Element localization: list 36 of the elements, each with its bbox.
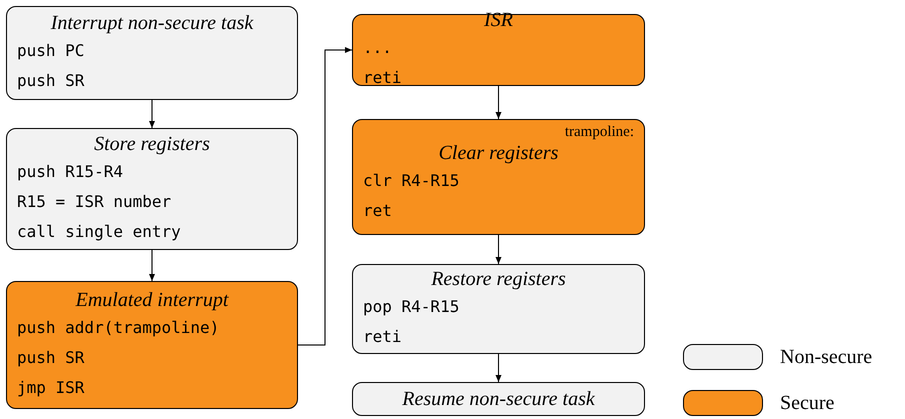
process-box [352,119,645,235]
arrow [496,234,502,264]
code-line: clr R4-R15 [363,170,460,192]
arrow [149,100,155,128]
code-line: push PC [17,40,86,62]
code-line: reti [363,67,403,89]
code-line: jmp ISR [17,377,86,399]
heading-text: Interrupt non-secure task [50,11,254,36]
heading-text: Resume non-secure task [402,387,595,412]
code-line: reti [363,326,403,348]
arrow [149,250,155,282]
process-box [6,128,298,250]
process-box [352,14,645,86]
code-line: call single entry [17,221,182,243]
code-line: push SR [17,347,86,369]
code-line: pop R4-R15 [363,296,460,318]
arrow [298,47,352,346]
code-line: R15 = ISR number [17,191,172,213]
heading-text: Store registers [94,132,210,157]
code-line: push SR [17,70,86,92]
heading-text: Restore registers [431,267,566,292]
arrow [496,86,502,120]
process-box [6,281,298,409]
code-line: push addr(trampoline) [17,317,220,339]
note-text: trampoline: [564,124,634,140]
heading-text: Clear registers [438,141,558,166]
process-box [352,264,645,354]
legend-text: Secure [780,391,834,416]
process-box [352,382,645,416]
code-line: ret [363,200,393,222]
arrow [496,354,502,382]
code-line: push R15-R4 [17,161,124,183]
heading-text: Emulated interrupt [76,288,228,313]
code-line: ... [363,37,393,59]
legend-text: Non-secure [780,345,872,370]
process-box [6,6,298,100]
